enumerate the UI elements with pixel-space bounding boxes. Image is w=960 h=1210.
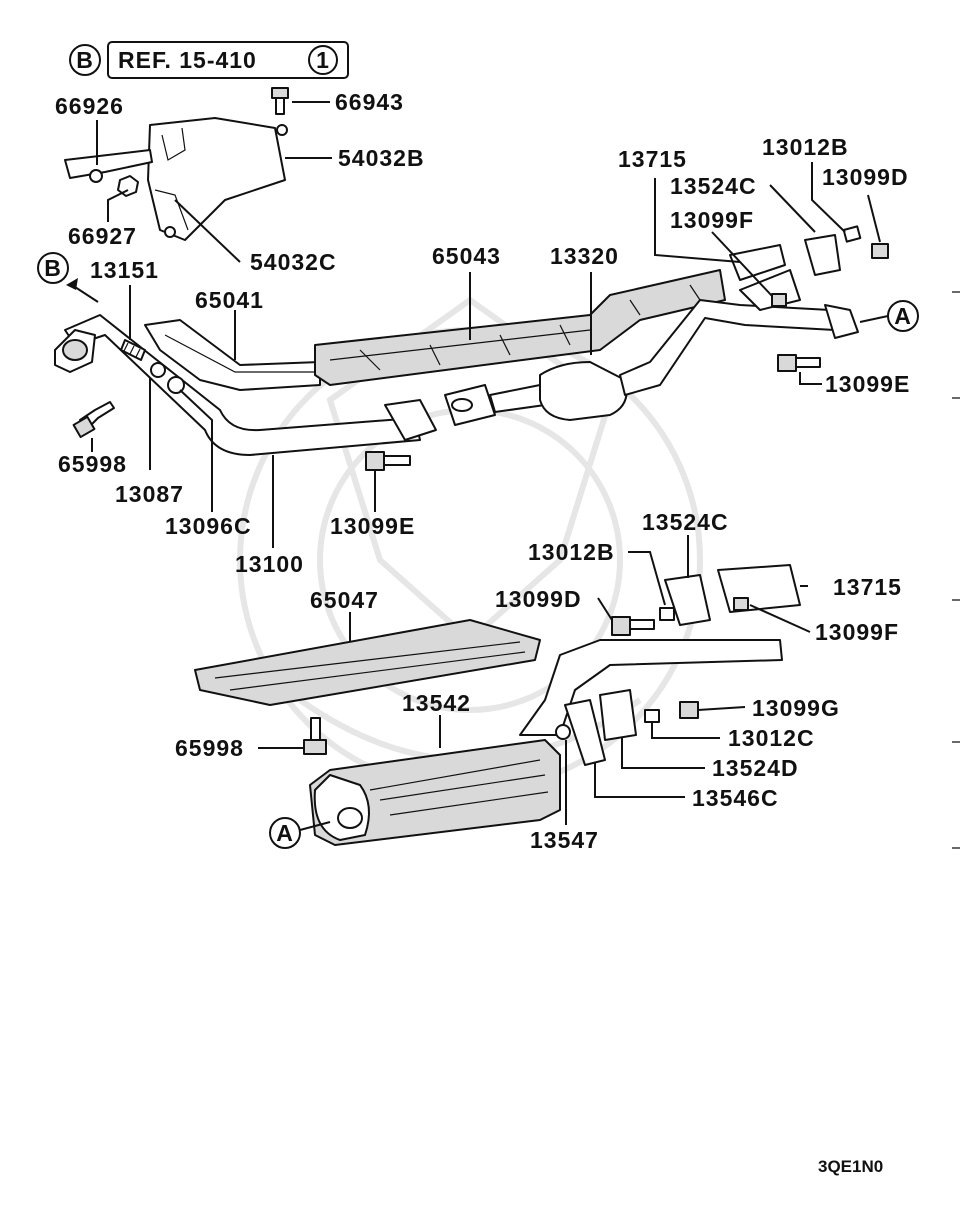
marker-a-right: A (859, 300, 919, 332)
gasket-13087-icon (150, 362, 166, 378)
label-13715-top: 13715 (618, 146, 687, 172)
label-13099d-lower: 13099D (495, 586, 582, 612)
label-13099d-top: 13099D (822, 164, 909, 190)
label-13099g: 13099G (752, 695, 840, 721)
part-labels: 66926 66943 54032B 66927 54032C 13715 13… (55, 89, 910, 853)
heat-shield-65047 (194, 619, 541, 706)
nut-13096c-icon (167, 376, 185, 394)
label-13151: 13151 (90, 257, 159, 283)
label-13099f-top: 13099F (670, 207, 754, 233)
label-54032b: 54032B (338, 145, 425, 171)
label-65998-lower: 65998 (175, 735, 244, 761)
label-65998-top: 65998 (58, 451, 127, 477)
label-13715-lower: 13715 (833, 574, 902, 600)
label-13096c: 13096C (165, 513, 252, 539)
marker-b-top: B (37, 252, 99, 303)
label-13542: 13542 (402, 690, 471, 716)
label-66943: 66943 (335, 89, 404, 115)
label-13012b-lower: 13012B (528, 539, 615, 565)
label-13099e-lower: 13099E (330, 513, 415, 539)
marker-a-right-letter: A (894, 303, 912, 329)
bolt-66943-icon (271, 87, 289, 115)
label-65047: 65047 (310, 587, 379, 613)
label-65043: 65043 (432, 243, 501, 269)
label-54032c: 54032C (250, 249, 337, 275)
label-65041: 65041 (195, 287, 264, 313)
diagram-code: 3QE1N0 (818, 1157, 883, 1176)
heat-shield-65043 (314, 269, 726, 386)
label-66927: 66927 (68, 223, 137, 249)
leader-lines (91, 101, 881, 825)
label-13100: 13100 (235, 551, 304, 577)
tail-pipe-assembly (519, 564, 801, 766)
label-13087: 13087 (115, 481, 184, 507)
label-13524d: 13524D (712, 755, 799, 781)
bracket-66926 (64, 149, 153, 197)
marker-a-bottom: A (269, 817, 331, 849)
marker-a-bottom-letter: A (276, 820, 294, 846)
spring-13151-icon (120, 339, 146, 361)
heat-shield-54032b (147, 117, 288, 241)
edge-ticks (952, 291, 960, 849)
front-pipe-13100 (54, 314, 437, 456)
bolt-13099e-right-icon (777, 354, 821, 372)
heat-shield-65041 (144, 319, 321, 391)
marker-b-letter: B (44, 255, 62, 281)
ref-marker-letter: B (76, 47, 94, 73)
ref-circled-number: 1 (316, 47, 330, 73)
hanger-assembly-top (729, 225, 889, 311)
center-pipe-13320 (444, 299, 859, 426)
bolt-13099e-lower-icon (365, 451, 411, 471)
muffler-13542 (309, 739, 561, 846)
label-13012c: 13012C (728, 725, 815, 751)
label-13099e-right: 13099E (825, 371, 910, 397)
label-13099f-lower: 13099F (815, 619, 899, 645)
label-13524c-top: 13524C (670, 173, 757, 199)
reference-callout: B REF. 15-410 1 (69, 41, 349, 79)
label-13320: 13320 (550, 243, 619, 269)
label-13547: 13547 (530, 827, 599, 853)
label-66926: 66926 (55, 93, 124, 119)
ref-text: REF. 15-410 (118, 47, 257, 73)
label-13012b-top: 13012B (762, 134, 849, 160)
label-13546c: 13546C (692, 785, 779, 811)
bolt-65998-top-icon (72, 401, 115, 439)
label-13524c-lower: 13524C (642, 509, 729, 535)
